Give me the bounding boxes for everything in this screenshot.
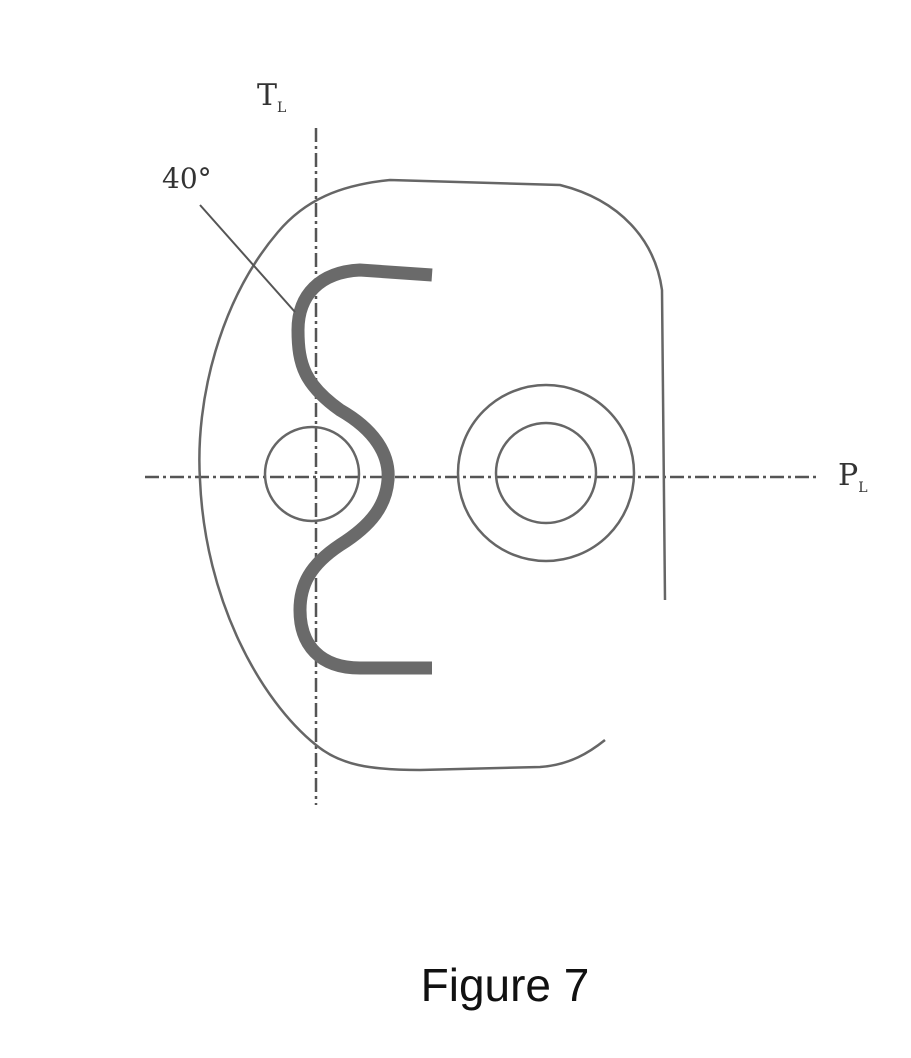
thick-s-curve (291, 263, 433, 675)
angle-label: 40° (162, 162, 212, 195)
outer-ring (456, 383, 636, 563)
t-axis-letter: T (257, 78, 278, 113)
p-axis-subscript: L (858, 480, 868, 496)
p-axis-letter: P (838, 458, 859, 493)
figure-caption: Figure 7 (420, 959, 590, 1011)
p-axis-label: PL (838, 458, 867, 496)
small-circle (263, 425, 361, 523)
t-axis-subscript: L (277, 100, 287, 116)
t-axis-label: TL (257, 78, 286, 116)
outer-outline (198, 178, 667, 772)
angle-leader-line (199, 204, 296, 313)
inner-ring (494, 421, 598, 525)
